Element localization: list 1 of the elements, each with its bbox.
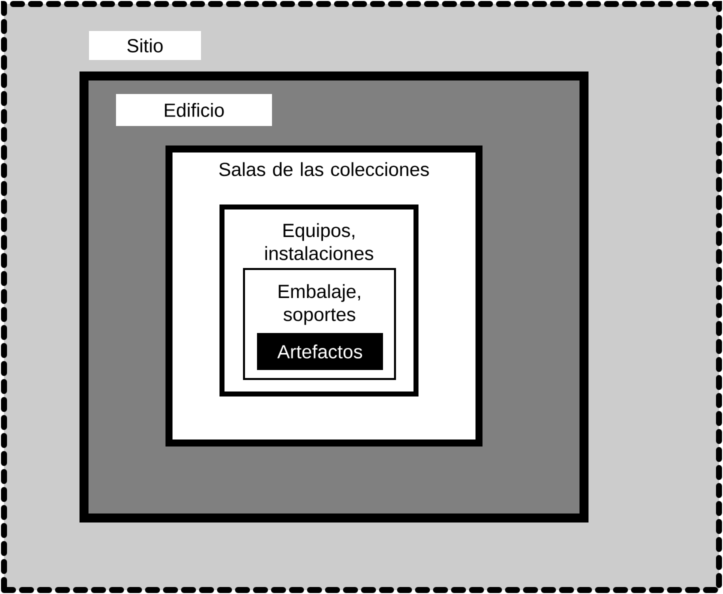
- artifact-box: Artefactos: [257, 332, 383, 370]
